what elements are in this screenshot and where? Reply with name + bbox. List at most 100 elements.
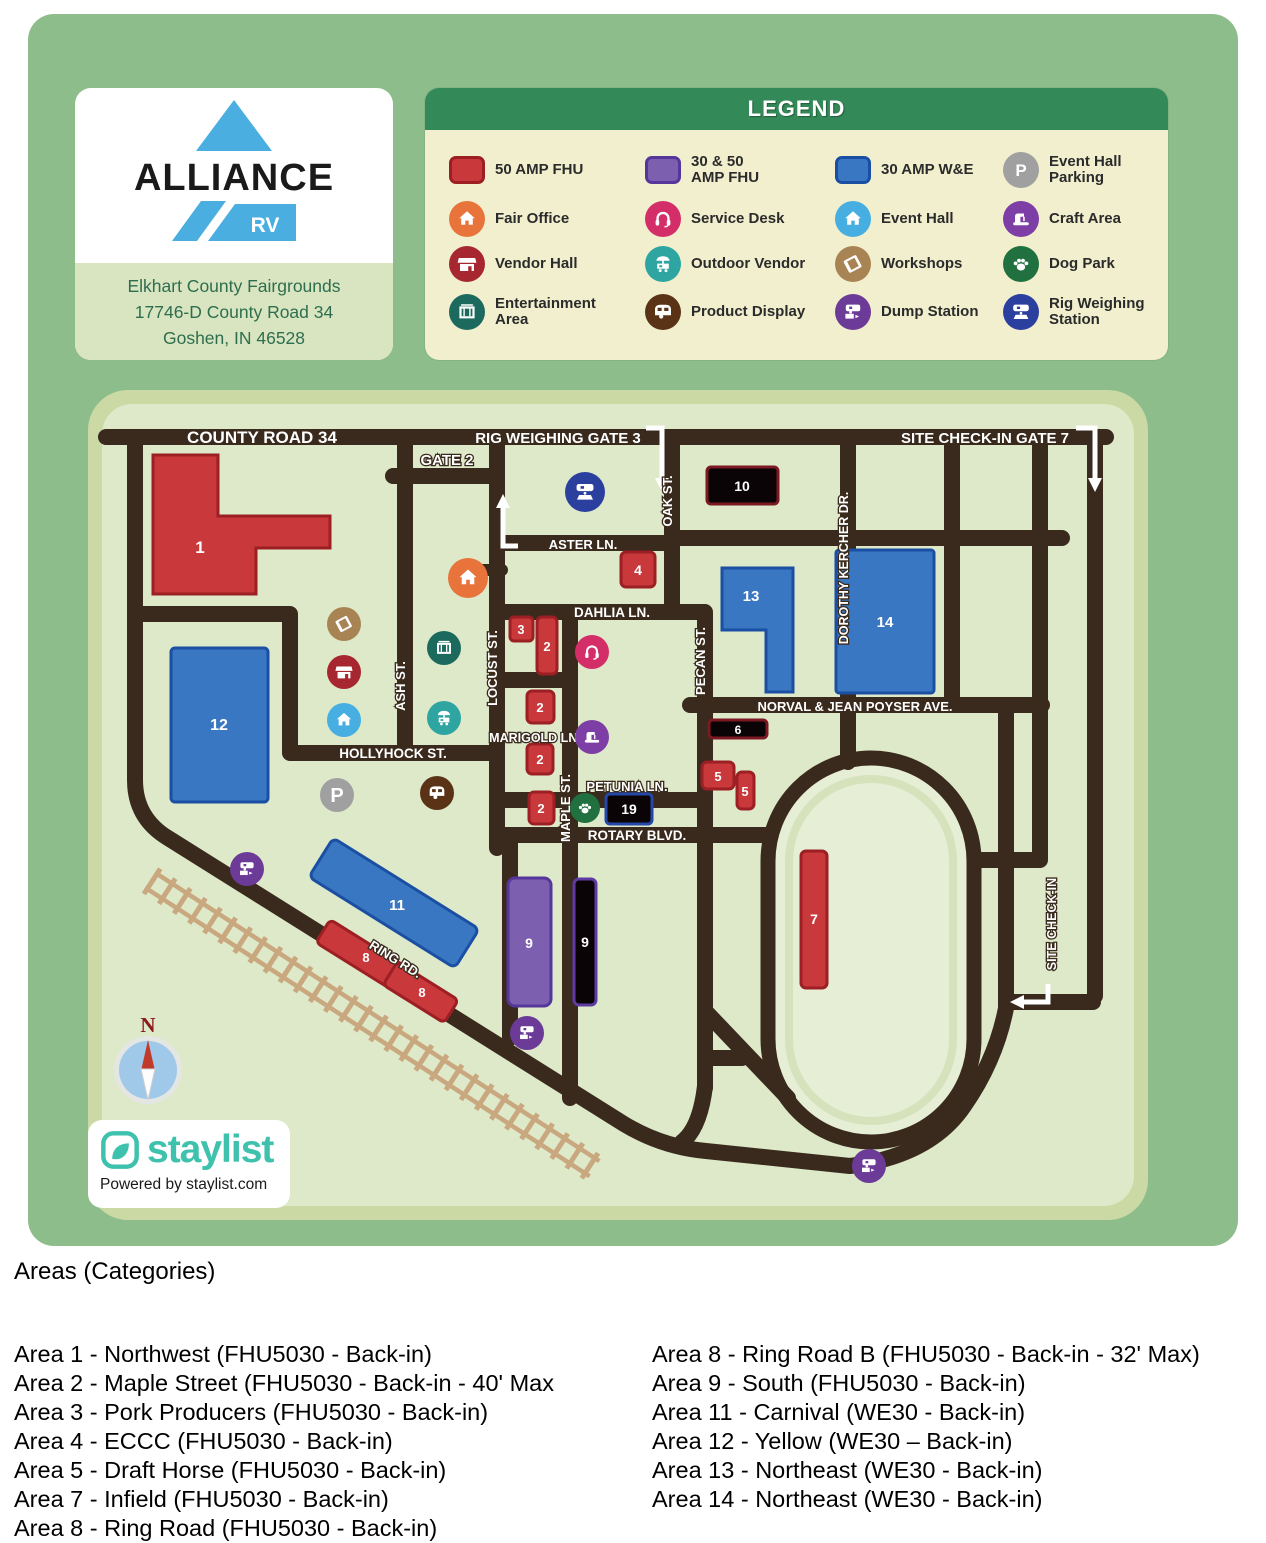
svg-text:MARIGOLD LN.: MARIGOLD LN.: [489, 731, 581, 745]
area-list-item: Area 8 - Ring Road (FHU5030 - Back-in): [14, 1515, 438, 1541]
svg-text:1: 1: [195, 538, 204, 557]
roads: [98, 429, 1114, 1174]
legend-item: 30 & 50 AMP FHU: [645, 154, 835, 186]
legend-item: 50 AMP FHU: [449, 156, 645, 184]
30amp-we-swatch: [835, 156, 871, 184]
area-5a: [700, 760, 736, 791]
area-10: [705, 465, 780, 506]
dump-station-icon: [510, 1016, 544, 1050]
dog-park-icon: [570, 793, 600, 823]
event-hall-icon: [835, 200, 871, 237]
svg-text:DAHLIA LN.: DAHLIA LN.: [574, 605, 650, 620]
product-display-icon: [420, 776, 454, 810]
area-4: [619, 550, 657, 589]
svg-text:PECAN ST.: PECAN ST.: [693, 627, 708, 695]
rig-weighing-station-icon: [565, 472, 605, 512]
rig-weighing-station-icon: [1003, 294, 1039, 330]
area-2a: [535, 615, 559, 676]
fair-office-icon: [448, 558, 488, 598]
svg-text:ROTARY BLVD.: ROTARY BLVD.: [588, 828, 687, 843]
svg-text:SITE CHECK-IN GATE 7: SITE CHECK-IN GATE 7: [901, 430, 1069, 447]
svg-text:9: 9: [525, 935, 533, 951]
outdoor-vendor-icon: [427, 701, 461, 735]
area-6: [707, 718, 769, 740]
legend-item: Rig Weighing Station: [1003, 294, 1160, 330]
legend-item: Entertainment Area: [449, 294, 645, 330]
service-desk-icon: [575, 635, 609, 669]
svg-text:OAK ST.: OAK ST.: [660, 475, 675, 526]
svg-text:2: 2: [536, 700, 543, 715]
svg-text:11: 11: [389, 897, 405, 914]
area-list-item: Area 14 - Northeast (WE30 - Back-in): [652, 1486, 1043, 1512]
vendor-hall-icon: [327, 655, 361, 689]
event-hall-parking-icon: P: [1003, 152, 1039, 188]
svg-text:MAPLE ST.: MAPLE ST.: [558, 774, 573, 842]
fair-office-icon: [449, 200, 485, 237]
legend-item: Dog Park: [1003, 245, 1160, 282]
area-list-item: Area 3 - Pork Producers (FHU5030 - Back-…: [14, 1399, 489, 1425]
dog-park-icon: [1003, 245, 1039, 282]
svg-text:GATE 2: GATE 2: [420, 452, 473, 469]
svg-text:4: 4: [634, 562, 642, 578]
svg-text:P: P: [330, 785, 343, 807]
vendor-hall-icon: [449, 245, 485, 282]
areas-list-left-column: Area 1 - Northwest (FHU5030 - Back-in) A…: [14, 1340, 554, 1543]
svg-text:N: N: [140, 1013, 155, 1037]
alliance-rv-logo: ALLIANCE RV: [134, 100, 333, 241]
svg-text:14: 14: [877, 614, 894, 631]
area-list-item: Area 8 - Ring Road B (FHU5030 - Back-in …: [652, 1341, 1200, 1367]
railroad-track: [141, 867, 603, 1182]
compass: N: [114, 1013, 182, 1104]
legend-item: Vendor Hall: [449, 245, 645, 282]
svg-text:DOROTHY KERCHER DR.: DOROTHY KERCHER DR.: [837, 492, 851, 645]
event-hall-parking-icon: P: [320, 778, 354, 812]
svg-text:5: 5: [714, 769, 721, 784]
entertainment-area-icon: [449, 294, 485, 330]
service-desk-icon: [645, 200, 681, 237]
area-8b: [383, 962, 459, 1023]
staylist-attribution: staylist Powered by staylist.com: [88, 1120, 290, 1208]
dump-station-icon: [230, 852, 264, 886]
route-arrows: [496, 425, 1102, 1009]
staylist-logo-icon: [101, 1131, 139, 1169]
svg-text:HOLLYHOCK ST.: HOLLYHOCK ST.: [339, 746, 447, 761]
entertainment-area-icon: [427, 631, 461, 665]
workshops-icon: [835, 245, 871, 282]
staylist-wordmark: staylist: [147, 1128, 274, 1171]
map-icons: P: [230, 472, 886, 1183]
svg-text:ASH ST.: ASH ST.: [393, 661, 408, 711]
3050amp-fhu-swatch: [645, 156, 681, 184]
area-19: [604, 792, 654, 826]
legend-item: Product Display: [645, 294, 835, 330]
area-7: [799, 849, 829, 990]
svg-text:10: 10: [734, 478, 750, 494]
svg-text:SITE CHECK-IN: SITE CHECK-IN: [1045, 878, 1059, 970]
area-9-black: [572, 877, 598, 1007]
area-list-item: Area 2 - Maple Street (FHU5030 - Back-in…: [14, 1370, 554, 1396]
areas-list-right-column: Area 8 - Ring Road B (FHU5030 - Back-in …: [652, 1340, 1200, 1514]
svg-text:2: 2: [537, 801, 544, 816]
address-line: Goshen, IN 46528: [162, 327, 306, 348]
svg-text:19: 19: [621, 801, 637, 817]
svg-text:COUNTY ROAD 34: COUNTY ROAD 34: [187, 428, 337, 447]
svg-text:13: 13: [743, 588, 760, 605]
outdoor-vendor-icon: [645, 245, 681, 282]
staylist-tagline: Powered by staylist.com: [100, 1176, 268, 1193]
area-list-item: Area 11 - Carnival (WE30 - Back-in): [652, 1399, 1026, 1425]
area-11: [309, 838, 479, 968]
venue-address: Elkhart County Fairgrounds 17746-D Count…: [75, 263, 393, 360]
area-list-item: Area 7 - Infield (FHU5030 - Back-in): [14, 1486, 389, 1512]
svg-text:NORVAL & JEAN POYSER AVE.: NORVAL & JEAN POYSER AVE.: [757, 699, 952, 714]
craft-area-icon: [575, 720, 609, 754]
legend-item: Dump Station: [835, 294, 1003, 330]
area-1: [151, 453, 332, 596]
svg-text:LOCUST ST.: LOCUST ST.: [485, 630, 500, 706]
svg-text:7: 7: [810, 911, 818, 927]
legend-item: Workshops: [835, 245, 1003, 282]
legend-item: Event Hall: [835, 200, 1003, 237]
legend-item: Craft Area: [1003, 200, 1160, 237]
svg-text:3: 3: [518, 623, 525, 637]
svg-text:RIG WEIGHING GATE 3: RIG WEIGHING GATE 3: [475, 430, 641, 447]
